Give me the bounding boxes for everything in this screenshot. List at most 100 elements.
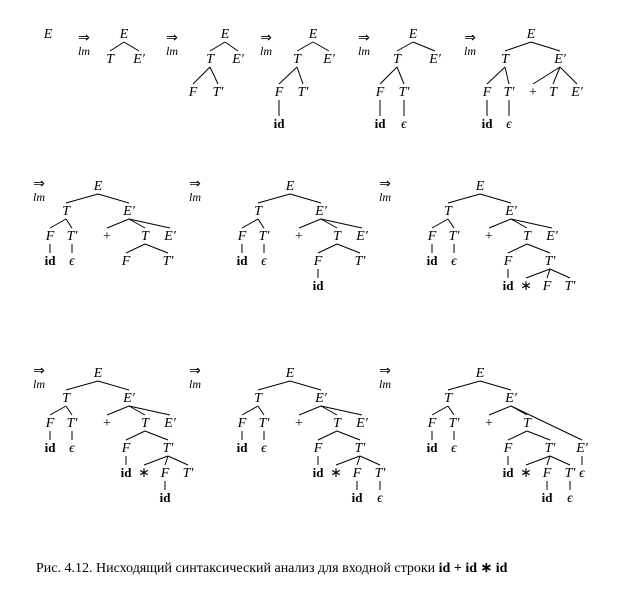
- node-F: F: [427, 416, 437, 431]
- tree-edge: [510, 218, 528, 229]
- node-E-prime: E′: [545, 229, 559, 244]
- derivation-label: lm: [189, 377, 201, 391]
- node-F: F: [121, 254, 131, 269]
- node-T-prime: T′: [213, 85, 225, 100]
- leftmost-derivation-arrow: ⇒: [33, 363, 45, 379]
- tree-edge: [192, 66, 211, 85]
- tree-edge: [549, 455, 571, 466]
- node-E-prime: E′: [504, 391, 518, 406]
- leaf-star: ∗: [520, 279, 532, 294]
- tree-edge: [296, 41, 314, 52]
- tree-edge: [106, 218, 130, 229]
- tree-edge: [504, 41, 532, 52]
- tree-edge: [525, 455, 551, 466]
- node-F: F: [542, 279, 552, 294]
- tree-edge: [296, 66, 304, 85]
- node-T-prime: T′: [375, 466, 387, 481]
- tree-edge: [49, 218, 67, 229]
- derivation-label: lm: [379, 377, 391, 391]
- leaf-epsilon: ϵ: [69, 254, 76, 269]
- leaf-plus: +: [103, 416, 111, 431]
- tree-edge: [97, 193, 130, 204]
- derivation-label: lm: [166, 44, 178, 58]
- caption-text: Рис. 4.12. Нисходящий синтаксический ана…: [36, 561, 439, 576]
- node-F: F: [503, 254, 513, 269]
- node-E-prime: E′: [428, 52, 442, 67]
- derivation-label: lm: [379, 190, 391, 204]
- node-E-prime: E′: [132, 52, 146, 67]
- node-E-prime: E′: [314, 204, 328, 219]
- tree-edge: [530, 41, 561, 52]
- tree-edge: [546, 268, 551, 279]
- node-T-prime: T′: [449, 229, 461, 244]
- tree-edge: [143, 455, 169, 466]
- tree-edge: [510, 218, 553, 229]
- node-E: E: [526, 27, 536, 42]
- leaf-epsilon: ϵ: [261, 441, 268, 456]
- node-T-prime: T′: [183, 466, 195, 481]
- tree-edge: [526, 430, 551, 441]
- leaf-star: ∗: [138, 466, 150, 481]
- node-T-prime: T′: [163, 254, 175, 269]
- node-E-prime: E′: [122, 204, 136, 219]
- tree-edge: [257, 193, 291, 204]
- tree-edge: [209, 66, 219, 85]
- leaf-id: id: [352, 490, 364, 505]
- tree-edge: [289, 380, 322, 391]
- leaf-epsilon: ϵ: [506, 117, 513, 132]
- node-T: T: [444, 391, 453, 406]
- leftmost-derivation-arrow: ⇒: [189, 363, 201, 379]
- leaf-epsilon: ϵ: [401, 117, 408, 132]
- leaf-id: id: [482, 116, 494, 131]
- node-T: T: [254, 391, 263, 406]
- tree-edge: [504, 66, 510, 85]
- tree-edge: [312, 41, 330, 52]
- leftmost-derivation-arrow: ⇒: [260, 30, 272, 46]
- node-T: T: [444, 204, 453, 219]
- node-T-prime: T′: [565, 279, 577, 294]
- node-E: E: [408, 27, 418, 42]
- tree-edge: [447, 218, 455, 229]
- node-T-prime: T′: [259, 229, 271, 244]
- node-T: T: [333, 229, 342, 244]
- node-E-prime: E′: [231, 52, 245, 67]
- tree-edge: [106, 405, 130, 416]
- leaf-id: id: [313, 465, 325, 480]
- node-T: T: [293, 52, 302, 67]
- derivation-label: lm: [78, 44, 90, 58]
- node-T: T: [62, 204, 71, 219]
- derivation-label: lm: [464, 44, 476, 58]
- node-E-prime: E′: [570, 85, 584, 100]
- node-E: E: [285, 179, 295, 194]
- caption-expression: id + id ∗ id: [438, 561, 508, 576]
- node-E-prime: E′: [122, 391, 136, 406]
- node-T-prime: T′: [259, 416, 271, 431]
- node-E-prime: E′: [314, 391, 328, 406]
- leaf-id: id: [45, 440, 57, 455]
- tree-edge: [298, 405, 322, 416]
- tree-edge: [257, 218, 265, 229]
- tree-edge: [128, 218, 171, 229]
- tree-edge: [298, 218, 322, 229]
- leaf-epsilon: ϵ: [261, 254, 268, 269]
- tree-edge: [209, 41, 226, 52]
- tree-edge: [379, 66, 398, 85]
- node-T: T: [549, 85, 558, 100]
- leftmost-derivation-arrow: ⇒: [166, 30, 178, 46]
- tree-edge: [525, 268, 551, 279]
- tree-edge: [532, 66, 561, 85]
- tree-edge: [486, 66, 506, 85]
- leaf-id: id: [427, 253, 439, 268]
- tree-edge: [510, 405, 583, 441]
- tree-edge: [479, 193, 512, 204]
- node-T-prime: T′: [545, 254, 557, 269]
- node-F: F: [482, 85, 492, 100]
- node-F: F: [503, 441, 513, 456]
- node-T-prime: T′: [355, 254, 367, 269]
- tree-edge: [412, 41, 436, 52]
- node-T: T: [254, 204, 263, 219]
- leaf-plus: +: [485, 229, 493, 244]
- tree-edge: [320, 405, 363, 416]
- node-F: F: [375, 85, 385, 100]
- node-T: T: [393, 52, 402, 67]
